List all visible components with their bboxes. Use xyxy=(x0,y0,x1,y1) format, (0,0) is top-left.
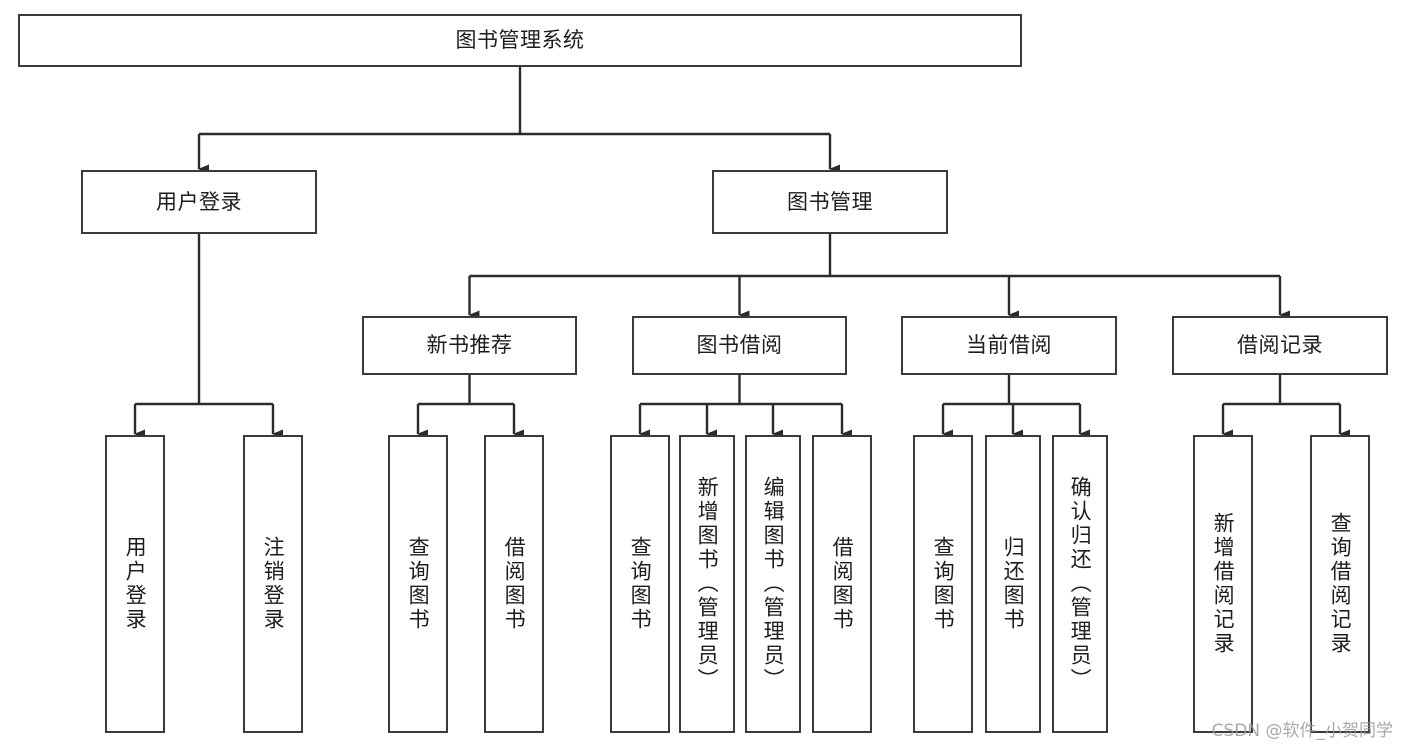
node-label: 确认归还（管理员） xyxy=(1068,476,1093,692)
node-login[interactable]: 用户登录 xyxy=(81,170,317,234)
node-label: 注销登录 xyxy=(261,536,286,632)
node-label: 查询借阅记录 xyxy=(1328,512,1353,656)
node-leaf-confirm-return[interactable]: 确认归还（管理员） xyxy=(1052,435,1108,733)
node-label: 借阅记录 xyxy=(1237,333,1323,358)
node-label: 用户登录 xyxy=(123,536,148,632)
node-label: 新书推荐 xyxy=(426,333,513,358)
node-records[interactable]: 借阅记录 xyxy=(1172,316,1388,375)
node-current[interactable]: 当前借阅 xyxy=(901,316,1117,375)
node-label: 新增借阅记录 xyxy=(1211,512,1236,656)
node-leaf-user-login[interactable]: 用户登录 xyxy=(105,435,165,733)
csdn-watermark: CSDN @软件_小贺同学 xyxy=(1211,721,1393,741)
node-newbook[interactable]: 新书推荐 xyxy=(362,316,577,375)
node-leaf-logout[interactable]: 注销登录 xyxy=(243,435,303,733)
node-label: 用户登录 xyxy=(156,189,242,214)
node-root[interactable]: 图书管理系统 xyxy=(18,14,1022,67)
node-label: 图书管理 xyxy=(787,189,873,214)
node-leaf-borrow-book-2[interactable]: 借阅图书 xyxy=(812,435,872,733)
node-label: 归还图书 xyxy=(1001,536,1026,632)
node-label: 新增图书（管理员） xyxy=(695,476,720,692)
node-label: 查询图书 xyxy=(628,536,653,632)
node-leaf-query-record[interactable]: 查询借阅记录 xyxy=(1310,435,1370,733)
node-leaf-add-record[interactable]: 新增借阅记录 xyxy=(1193,435,1253,733)
node-leaf-query-book-2[interactable]: 查询图书 xyxy=(610,435,670,733)
node-label: 当前借阅 xyxy=(966,333,1052,358)
node-leaf-query-book-3[interactable]: 查询图书 xyxy=(913,435,973,733)
node-bookmgmt[interactable]: 图书管理 xyxy=(712,170,948,234)
node-label: 查询图书 xyxy=(931,536,956,632)
node-leaf-add-book[interactable]: 新增图书（管理员） xyxy=(679,435,735,733)
node-label: 借阅图书 xyxy=(830,536,855,632)
node-label: 图书管理系统 xyxy=(455,28,585,53)
node-label: 图书借阅 xyxy=(696,333,783,358)
edge-paths xyxy=(133,67,1350,439)
node-borrow[interactable]: 图书借阅 xyxy=(632,316,847,375)
node-leaf-query-book-1[interactable]: 查询图书 xyxy=(388,435,448,733)
node-leaf-borrow-book-1[interactable]: 借阅图书 xyxy=(484,435,544,733)
node-label: 查询图书 xyxy=(406,536,431,632)
node-label: 编辑图书（管理员） xyxy=(761,476,786,692)
node-leaf-return-book[interactable]: 归还图书 xyxy=(985,435,1041,733)
node-label: 借阅图书 xyxy=(502,536,527,632)
node-leaf-edit-book[interactable]: 编辑图书（管理员） xyxy=(745,435,801,733)
